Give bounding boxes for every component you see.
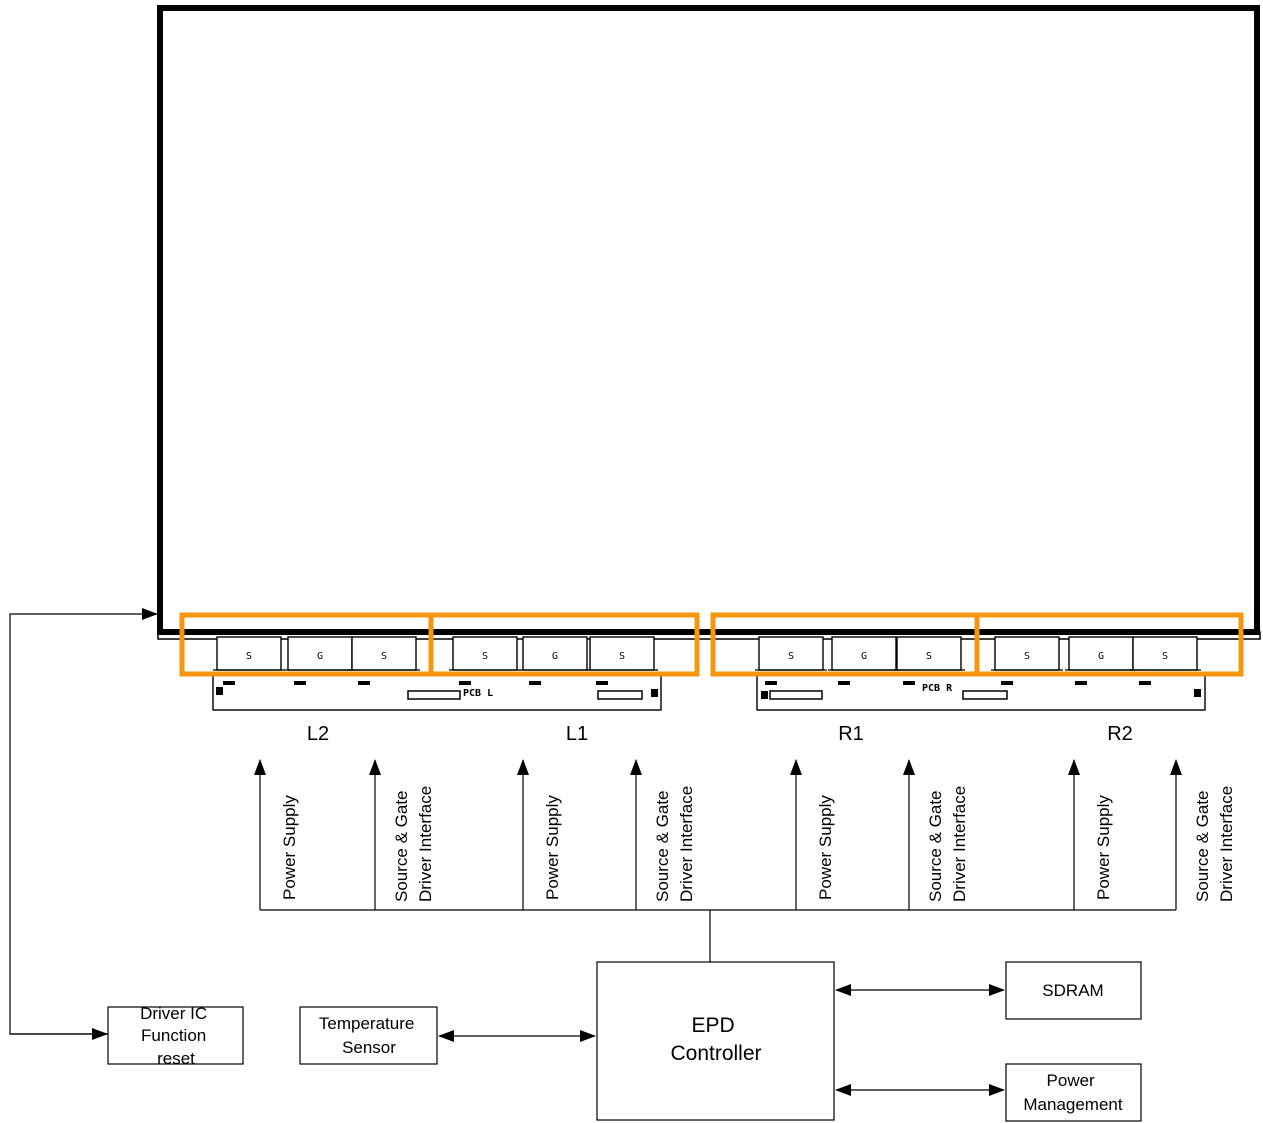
power-management-label: Power Management: [1023, 1071, 1123, 1114]
pcb-pad: [529, 681, 541, 685]
driver-reset-box: [107, 1006, 244, 1065]
module-label: L1: [566, 723, 588, 745]
sdram-label: SDRAM: [1042, 981, 1103, 1000]
chip-label: S: [482, 651, 488, 662]
pcb-label: PCB R: [922, 683, 953, 694]
epd-controller-box: [596, 961, 835, 1121]
chip-label: G: [552, 651, 558, 662]
display-panel: [157, 5, 1260, 635]
pcb-label: PCB L: [463, 688, 493, 699]
chip-label: G: [861, 651, 867, 662]
reset-line-to-panel: [9, 608, 158, 1035]
module-label: R1: [838, 723, 864, 745]
panel-modules: S G S L2 S G S L1 S G S R1 S G S R2 PCB L PCB R: [179, 612, 1244, 745]
chip-label: S: [926, 651, 932, 662]
chip-label: G: [1098, 651, 1104, 662]
driver-chip: [896, 636, 962, 671]
power-supply-label: Power Supply: [280, 795, 299, 900]
module-highlight: [428, 612, 700, 677]
driver-reset-label: Driver IC Function reset: [140, 1004, 212, 1068]
module-label: L2: [307, 723, 329, 745]
pcb-connector: [769, 690, 823, 700]
pcb-marker: [1194, 689, 1201, 697]
pcb-connector: [597, 690, 643, 700]
chip-label: S: [1024, 651, 1030, 662]
pcb-connector: [962, 690, 1008, 700]
pcb-marker: [651, 689, 658, 697]
chip-label: S: [1162, 651, 1168, 662]
pcb-connector: [407, 690, 461, 700]
pcb-pad: [459, 681, 471, 685]
chip-label: S: [246, 651, 252, 662]
pcb-pad: [1139, 681, 1151, 685]
power-supply-label: Power Supply: [816, 795, 835, 900]
sdram-box: [1005, 961, 1142, 1020]
pcb-pad: [596, 681, 608, 685]
power-supply-label: Power Supply: [543, 795, 562, 900]
pcb-pad: [1075, 681, 1087, 685]
driver-chip: [1132, 636, 1198, 671]
pcb-pad: [903, 681, 915, 685]
pcb-pad: [765, 681, 777, 685]
pcb-pad: [1001, 681, 1013, 685]
chip-label: S: [619, 651, 625, 662]
power-management-box: [1005, 1063, 1142, 1122]
driver-chip: [351, 636, 417, 671]
pcb-marker: [761, 691, 768, 699]
pcb-pad: [358, 681, 370, 685]
epd-controller-label: EPD Controller: [670, 1014, 761, 1065]
temperature-sensor-box: [299, 1006, 438, 1065]
chip-label: S: [381, 651, 387, 662]
driver-chip: [758, 636, 824, 671]
power-supply-label: Power Supply: [1094, 795, 1113, 900]
chip-label: G: [317, 651, 323, 662]
chip-label: S: [788, 651, 794, 662]
driver-chip: [589, 636, 655, 671]
driver-chip: [831, 636, 897, 671]
driver-chip: [452, 636, 518, 671]
module-highlight: [974, 612, 1244, 677]
pcb-pad: [294, 681, 306, 685]
pcb-marker: [216, 687, 223, 695]
module-label: R2: [1107, 723, 1133, 745]
driver-chip: [216, 636, 282, 671]
panel-bottom-edge: [157, 631, 1261, 640]
temperature-sensor-label: Temperature Sensor: [319, 1014, 419, 1057]
pcb-pad: [838, 681, 850, 685]
pcb-pad: [223, 681, 235, 685]
